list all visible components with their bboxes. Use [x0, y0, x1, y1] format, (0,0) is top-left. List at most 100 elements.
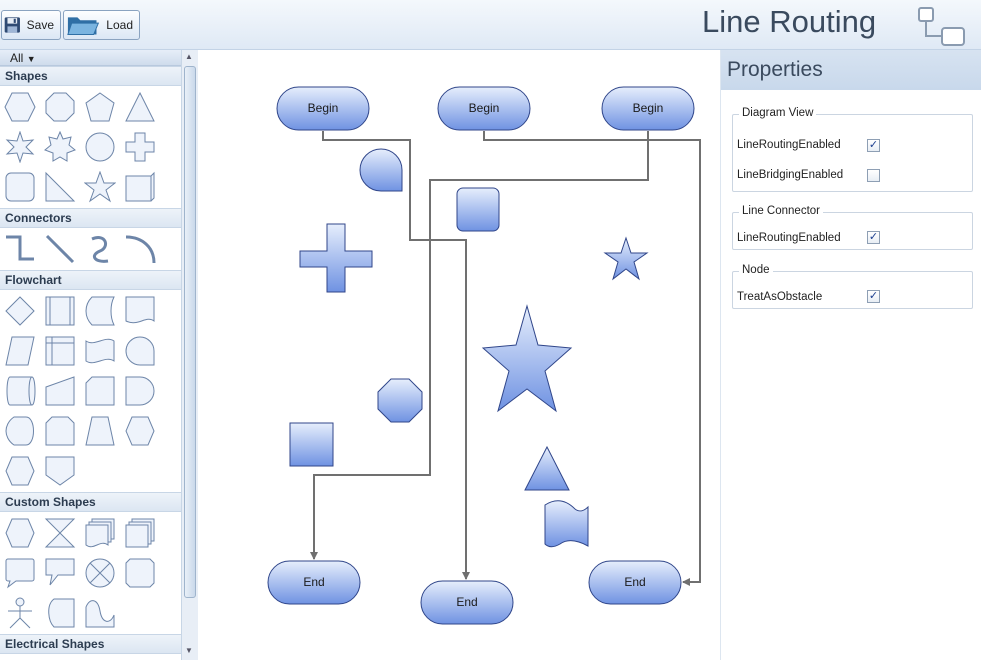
end-node-3[interactable]: End [588, 560, 682, 605]
toolbar: Save Load Line Routing [0, 0, 981, 50]
scroll-up-arrow-icon[interactable]: ▲ [185, 52, 193, 61]
begin-node-1[interactable]: Begin [276, 86, 370, 131]
treat-as-obstacle-checkbox[interactable]: ✓ [867, 290, 880, 303]
loop-limit-shape-icon[interactable] [40, 411, 80, 451]
summing-junction-shape-icon[interactable] [80, 553, 120, 593]
multi-document-shape-icon[interactable] [80, 513, 120, 553]
shape-palette: All ▼ Shapes Connectors Flowchart [0, 50, 198, 660]
curved-connector-icon[interactable] [120, 229, 160, 269]
bezier-connector-icon[interactable] [80, 229, 120, 269]
circle-shape-icon[interactable] [80, 127, 120, 167]
flowchart-grid [0, 290, 181, 492]
delay-shape-icon[interactable] [120, 371, 160, 411]
begin-node-1-label: Begin [308, 101, 339, 115]
manual-input-shape-icon[interactable] [40, 371, 80, 411]
diagram-line-bridging-checkbox[interactable] [867, 169, 880, 182]
properties-panel: Properties Diagram View LineRoutingEnabl… [720, 50, 981, 660]
palette-filter-dropdown[interactable]: All ▼ [0, 50, 197, 66]
diagram-view-group: Diagram View LineRoutingEnabled ✓ LineBr… [732, 107, 973, 192]
predefined-process-shape-icon[interactable] [40, 291, 80, 331]
palette-section-flowchart[interactable]: Flowchart [0, 270, 181, 290]
begin-node-2-label: Begin [469, 101, 500, 115]
palette-scrollbar[interactable]: ▲ ▼ [181, 50, 198, 660]
scroll-down-arrow-icon[interactable]: ▼ [185, 646, 193, 655]
rounded-octagon-shape-icon[interactable] [120, 553, 160, 593]
node-group-title: Node [739, 264, 773, 276]
wave-shape-icon[interactable] [80, 593, 120, 633]
custom-shapes-grid [0, 512, 181, 634]
pentagon-shape-icon[interactable] [80, 87, 120, 127]
octagon-obstacle[interactable] [377, 378, 423, 423]
end-node-1[interactable]: End [267, 560, 361, 605]
orthogonal-connector-icon[interactable] [0, 229, 40, 269]
sequential-data-obstacle[interactable] [359, 148, 403, 192]
connector-line-routing-checkbox[interactable]: ✓ [867, 231, 880, 244]
tape-shape-icon[interactable] [40, 593, 80, 633]
app-title: Line Routing [702, 4, 877, 39]
custom-hexagon-shape-icon[interactable] [0, 513, 40, 553]
plus-shape-icon[interactable] [120, 127, 160, 167]
begin-node-3-label: Begin [633, 101, 664, 115]
palette-section-custom-shapes[interactable]: Custom Shapes [0, 492, 181, 512]
save-button[interactable]: Save [1, 10, 61, 40]
internal-storage-shape-icon[interactable] [40, 331, 80, 371]
document-shape-icon[interactable] [120, 291, 160, 331]
plus-obstacle[interactable] [299, 223, 373, 293]
stacked-rectangles-shape-icon[interactable] [120, 513, 160, 553]
straight-connector-icon[interactable] [40, 229, 80, 269]
begin-node-3[interactable]: Begin [601, 86, 695, 131]
flag-callout-shape-icon[interactable] [40, 553, 80, 593]
manual-operation-shape-icon[interactable] [80, 411, 120, 451]
triangle-shape-icon[interactable] [120, 87, 160, 127]
callout-shape-icon[interactable] [0, 553, 40, 593]
direct-data-shape-icon[interactable] [0, 371, 40, 411]
collate-shape-icon[interactable] [40, 513, 80, 553]
wave-obstacle[interactable] [544, 500, 589, 548]
end-node-2-label: End [456, 595, 477, 609]
palette-section-connectors[interactable]: Connectors [0, 208, 181, 228]
palette-section-electrical-shapes[interactable]: Electrical Shapes [0, 634, 181, 654]
end-node-2[interactable]: End [420, 580, 514, 625]
six-point-star-shape-icon[interactable] [0, 127, 40, 167]
cube-shape-icon[interactable] [120, 167, 160, 207]
connector-begin-3-to-end-1[interactable] [310, 131, 649, 560]
small-star-obstacle[interactable] [603, 236, 649, 281]
palette-section-shapes[interactable]: Shapes [0, 66, 181, 86]
triangle-obstacle[interactable] [524, 445, 570, 491]
properties-title: Properties [721, 50, 981, 90]
off-page-reference-shape-icon[interactable] [40, 451, 80, 491]
large-star-obstacle[interactable] [481, 304, 573, 413]
line-connector-group-title: Line Connector [739, 205, 823, 217]
seven-point-star-shape-icon[interactable] [40, 127, 80, 167]
actor-shape-icon[interactable] [0, 593, 40, 633]
diagram-surface: Begin Begin Begin End End En [267, 86, 701, 625]
octagon-shape-icon[interactable] [40, 87, 80, 127]
diagram-canvas[interactable]: Begin Begin Begin End End En [199, 50, 719, 660]
preparation-shape-icon[interactable] [120, 411, 160, 451]
rounded-rectangle-shape-icon[interactable] [0, 167, 40, 207]
scrollbar-thumb[interactable] [184, 66, 196, 598]
palette-filter-value: All [10, 51, 24, 65]
connector-begin-2-to-end-3[interactable] [483, 131, 701, 586]
stored-data-shape-icon[interactable] [80, 291, 120, 331]
display-shape-icon[interactable] [0, 411, 40, 451]
right-triangle-shape-icon[interactable] [40, 167, 80, 207]
diagram-line-routing-checkbox[interactable]: ✓ [867, 139, 880, 152]
begin-node-2[interactable]: Begin [437, 86, 531, 131]
rounded-square-obstacle[interactable] [456, 187, 500, 232]
data-shape-icon[interactable] [0, 331, 40, 371]
punched-tape-shape-icon[interactable] [80, 331, 120, 371]
sequential-data-shape-icon[interactable] [120, 331, 160, 371]
diagram-line-routing-label: LineRoutingEnabled [737, 139, 841, 151]
connectors-grid [0, 228, 181, 270]
flowchart-hexagon-shape-icon[interactable] [0, 451, 40, 491]
load-button[interactable]: Load [63, 10, 140, 40]
end-node-3-label: End [624, 575, 645, 589]
square-obstacle[interactable] [289, 422, 334, 467]
connector-begin-1-to-end-2[interactable] [322, 131, 470, 580]
decision-shape-icon[interactable] [0, 291, 40, 331]
hexagon-shape-icon[interactable] [0, 87, 40, 127]
star-shape-icon[interactable] [80, 167, 120, 207]
line-connector-group: Line Connector LineRoutingEnabled ✓ [732, 205, 973, 250]
card-shape-icon[interactable] [80, 371, 120, 411]
